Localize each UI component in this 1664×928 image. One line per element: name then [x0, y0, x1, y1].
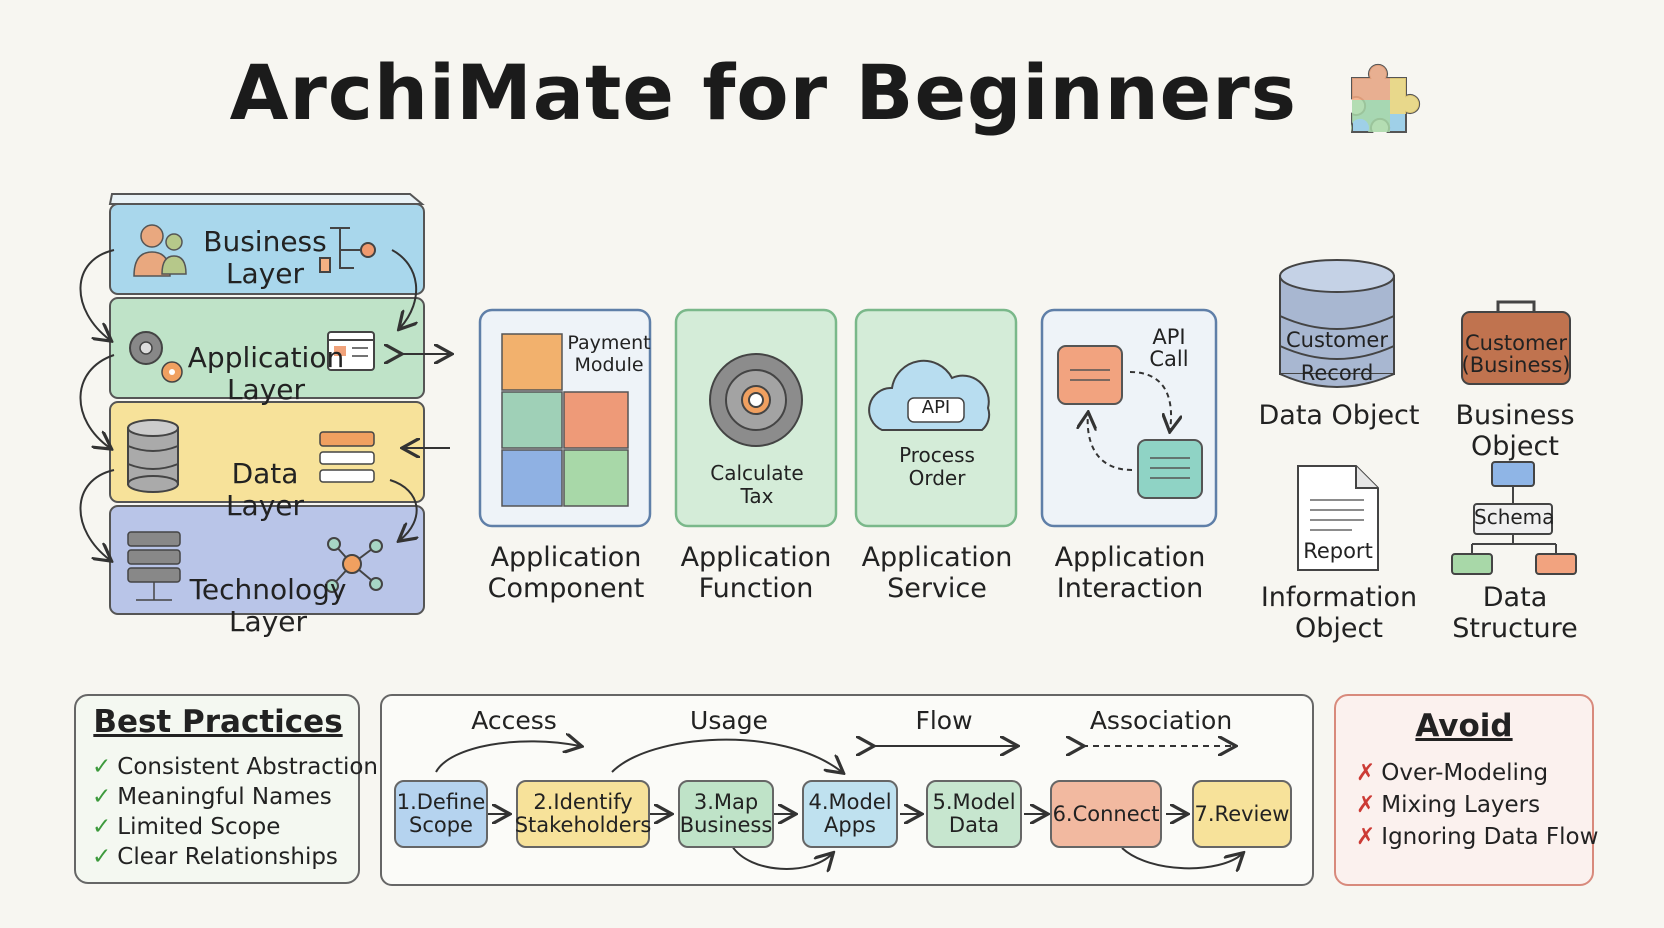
process-flow-icon — [319, 227, 376, 273]
avoid-item: ✗Ignoring Data Flow — [1356, 824, 1599, 850]
avoid-title: Avoid — [1415, 708, 1513, 744]
best-practice-item: ✓Limited Scope — [92, 814, 281, 840]
cross-icon: ✗ — [1356, 760, 1376, 786]
usage-label: Usage — [690, 706, 768, 735]
network-icon — [325, 537, 383, 593]
interaction-target-box — [1137, 439, 1203, 499]
step-connect[interactable]: 6.Connect — [1050, 780, 1162, 848]
cross-icon: ✗ — [1356, 824, 1376, 850]
check-icon: ✓ — [92, 814, 112, 840]
layer-stack-graphic — [79, 193, 490, 615]
best-practice-item: ✓Meaningful Names — [92, 784, 332, 810]
briefcase-icon — [1461, 300, 1571, 385]
application-function-card — [674, 308, 838, 528]
form-icon — [319, 431, 375, 483]
best-practices-title: Best Practices — [93, 704, 343, 740]
check-icon: ✓ — [92, 754, 112, 780]
avoid-item: ✗Over-Modeling — [1356, 760, 1549, 786]
database-icon — [127, 419, 179, 493]
application-interaction-card — [1040, 308, 1218, 528]
right-arrow-1 — [391, 249, 416, 328]
left-arrow-2 — [79, 354, 114, 448]
flow-label: Flow — [915, 706, 973, 735]
report-label: Report — [1303, 539, 1373, 563]
access-arrow — [435, 741, 580, 773]
best-practice-item: ✓Clear Relationships — [92, 844, 338, 870]
check-icon: ✓ — [92, 844, 112, 870]
business-layer-block — [109, 203, 425, 295]
step-review[interactable]: 7.Review — [1192, 780, 1292, 848]
best-practices-panel — [74, 694, 360, 884]
association-label: Association — [1089, 706, 1233, 735]
schema-label: Schema — [1474, 505, 1555, 529]
access-label: Access — [471, 706, 557, 735]
gear-icon — [709, 353, 803, 447]
window-icon — [327, 331, 375, 371]
business-object-caption: Business Object — [1455, 400, 1575, 462]
cross-icon: ✗ — [1356, 792, 1376, 818]
check-icon: ✓ — [92, 784, 112, 810]
data-object-icon — [1279, 259, 1395, 388]
server-icon — [127, 531, 181, 601]
data-object-caption: Data Object — [1258, 400, 1420, 431]
interaction-source-box — [1057, 345, 1123, 405]
avoid-item: ✗Mixing Layers — [1356, 792, 1541, 818]
puzzle-pieces-icon — [501, 333, 629, 507]
api-badge-label: API — [921, 397, 951, 418]
left-arrow-3 — [79, 469, 114, 560]
application-service-card — [854, 308, 1018, 528]
customer-business-label: Customer(Business) — [1461, 331, 1571, 377]
people-icon — [133, 224, 187, 277]
title-text: ArchiMate for Beginners — [229, 48, 1297, 137]
best-practice-item: ✓Consistent Abstraction — [92, 754, 379, 780]
document-icon — [1297, 465, 1379, 571]
left-arrow-1 — [79, 249, 114, 340]
right-arrow-2 — [389, 479, 417, 540]
application-component-card — [478, 308, 652, 528]
page-title: ArchiMate for Beginners — [0, 48, 1664, 144]
gear-icon — [129, 331, 183, 383]
avoid-panel — [1334, 694, 1594, 886]
process-arrows — [435, 694, 1314, 886]
schema-tree-icon — [1451, 461, 1577, 575]
usage-arrow — [611, 738, 842, 772]
puzzle-icon — [1351, 63, 1421, 133]
